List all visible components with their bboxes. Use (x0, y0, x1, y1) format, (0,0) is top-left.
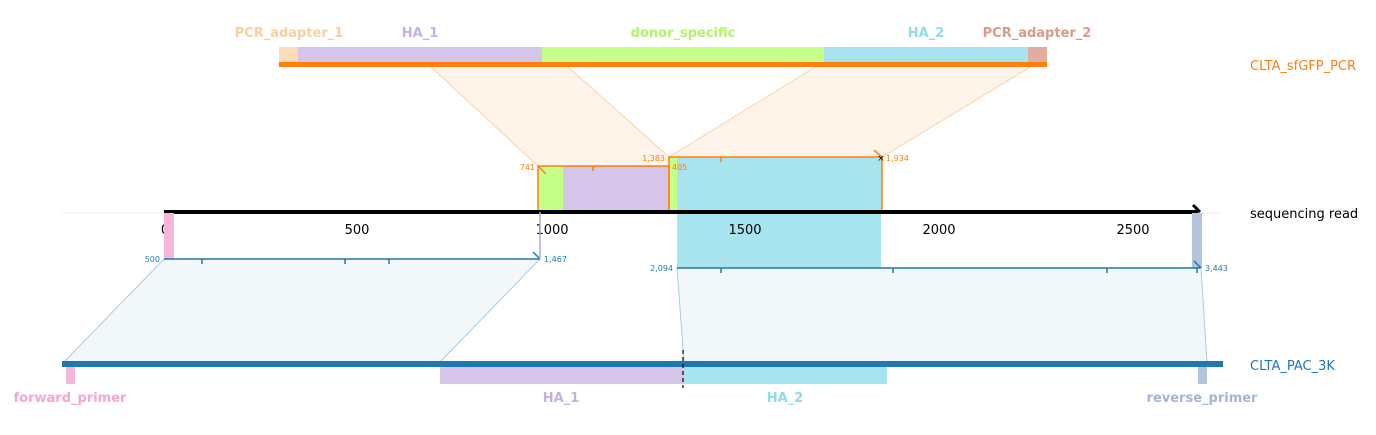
pcr-alignment-1-start: 741 (520, 163, 535, 172)
sequencing-read-arrowhead (1191, 203, 1202, 214)
pcr-alignment-2-end-marker: × (877, 154, 885, 164)
reference-line (62, 361, 1223, 367)
ref-connection-1 (62, 258, 542, 363)
read-block-ha-2 (677, 157, 882, 212)
pcr-connection-2 (667, 65, 1034, 158)
pcr-feature-donor-specific (542, 47, 824, 62)
pcr-alignment-2-arrow (873, 149, 883, 158)
ref-alignment-1-end: 1,467 (544, 255, 567, 264)
pcr-label-donor-specific: donor_specific (631, 26, 736, 41)
ref-label-forward-primer: forward_primer (14, 391, 128, 406)
ref-alignment-2-start: 2,094 (650, 264, 673, 273)
sequencing-read-label: sequencing read (1250, 207, 1358, 222)
pcr-product-line (279, 62, 1047, 67)
pcr-feature-ha-2 (824, 47, 1028, 62)
ref-feature-forward-primer (66, 367, 75, 384)
pcr-product-name: CLTA_sfGFP_PCR (1250, 59, 1356, 74)
ref-label-ha-2: HA_2 (767, 391, 804, 406)
pcr-connection-1 (428, 65, 670, 167)
read-block-donor-2 (669, 157, 677, 212)
axis-tick-500: 500 (345, 223, 370, 238)
axis-tick-1000: 1000 (535, 223, 568, 238)
axis-tick-1500: 1500 (728, 223, 761, 238)
ref-feature-ha-1 (440, 367, 683, 384)
ref-alignment-2-end: 3,443 (1205, 264, 1228, 273)
pcr-feature-pcr-adapter-2 (1028, 47, 1047, 62)
pcr-alignment-1-arrow (537, 165, 547, 175)
pcr-feature-ha-1 (298, 47, 542, 62)
ref-feature-ha-2 (683, 367, 887, 384)
reference-name: CLTA_PAC_3K (1250, 359, 1335, 374)
pcr-alignment-2-start: 405 (672, 163, 687, 172)
read-block-ha-1 (563, 166, 669, 212)
axis-tick-2500: 2500 (1116, 223, 1149, 238)
read-block-forward-primer (164, 213, 174, 259)
read-block-ha-2-lower (677, 212, 881, 268)
ref-label-reverse-primer: reverse_primer (1147, 391, 1259, 406)
ref-alignment-1-arrow (532, 251, 541, 260)
pcr-alignment-1-end: 1,383 (642, 154, 665, 163)
pcr-label-pcr-adapter-2: PCR_adapter_2 (983, 26, 1092, 41)
pcr-feature-pcr-adapter-1 (279, 47, 298, 62)
read-block-reverse-primer (1192, 213, 1202, 268)
ref-feature-reverse-primer (1198, 367, 1207, 384)
axis-tick-2000: 2000 (922, 223, 955, 238)
pcr-label-ha-1: HA_1 (402, 26, 439, 41)
ref-alignment-2-arrow (1193, 260, 1202, 269)
ref-label-ha-1: HA_1 (543, 391, 580, 406)
pcr-alignment-2-outline (668, 156, 883, 212)
ref-connection-2 (676, 267, 1208, 363)
pcr-label-ha-2: HA_2 (908, 26, 945, 41)
read-block-donor-1 (538, 166, 563, 212)
pcr-alignment-2-end: 1,934 (886, 154, 909, 163)
ref-alignment-1-start: 500 (145, 255, 160, 264)
pcr-label-pcr-adapter-1: PCR_adapter_1 (235, 26, 344, 41)
